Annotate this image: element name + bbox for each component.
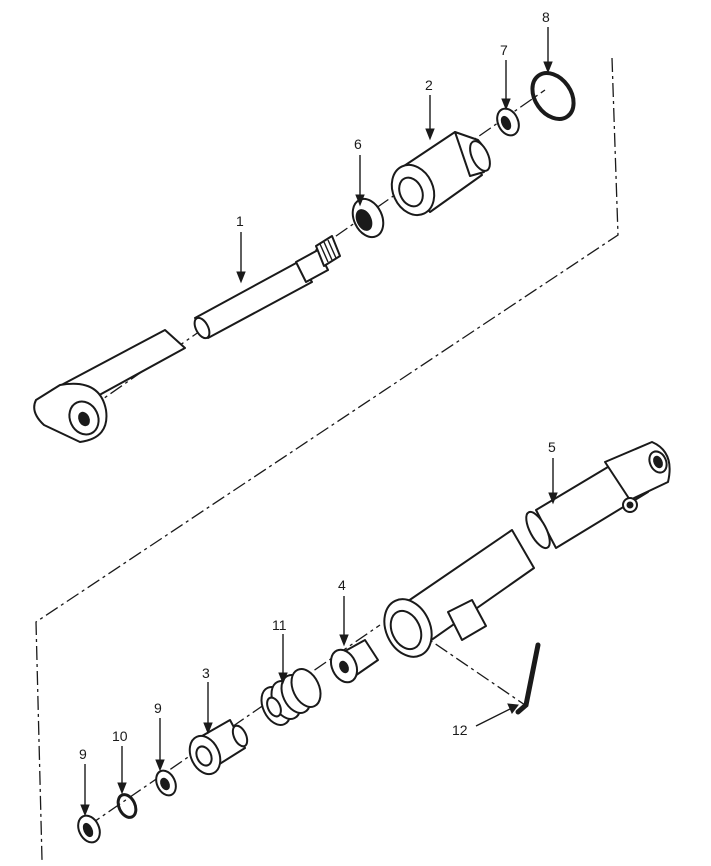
callout-1: 1 bbox=[236, 213, 244, 229]
part-cylinder-barrel bbox=[383, 441, 671, 658]
leader-arrows bbox=[80, 27, 558, 817]
callout-2: 2 bbox=[425, 77, 433, 93]
callout-10: 10 bbox=[112, 728, 128, 744]
part-adapter bbox=[188, 719, 249, 776]
callout-3: 3 bbox=[202, 665, 210, 681]
callout-8: 8 bbox=[542, 9, 550, 25]
part-spring bbox=[260, 668, 322, 726]
callout-11: 11 bbox=[272, 617, 287, 633]
part-o-ring-large bbox=[530, 71, 576, 121]
part-piston bbox=[329, 639, 379, 684]
callout-9-upper: 9 bbox=[154, 700, 162, 716]
part-gland bbox=[390, 131, 491, 217]
part-rod bbox=[33, 235, 341, 443]
part-seal-lower bbox=[77, 814, 101, 844]
part-seal-upper bbox=[155, 769, 177, 797]
callout-12: 12 bbox=[452, 722, 468, 738]
part-seal-gland bbox=[496, 107, 520, 137]
part-seal-rod bbox=[351, 197, 385, 239]
callout-5: 5 bbox=[548, 439, 556, 455]
part-o-ring-small bbox=[116, 793, 138, 819]
callout-9-lower: 9 bbox=[79, 746, 87, 762]
callout-7: 7 bbox=[500, 42, 508, 58]
callout-labels: 1 2 3 4 5 6 7 8 9 9 10 11 12 bbox=[79, 9, 556, 762]
callout-4: 4 bbox=[338, 577, 346, 593]
part-hex-key bbox=[515, 642, 541, 715]
callout-6: 6 bbox=[354, 136, 362, 152]
